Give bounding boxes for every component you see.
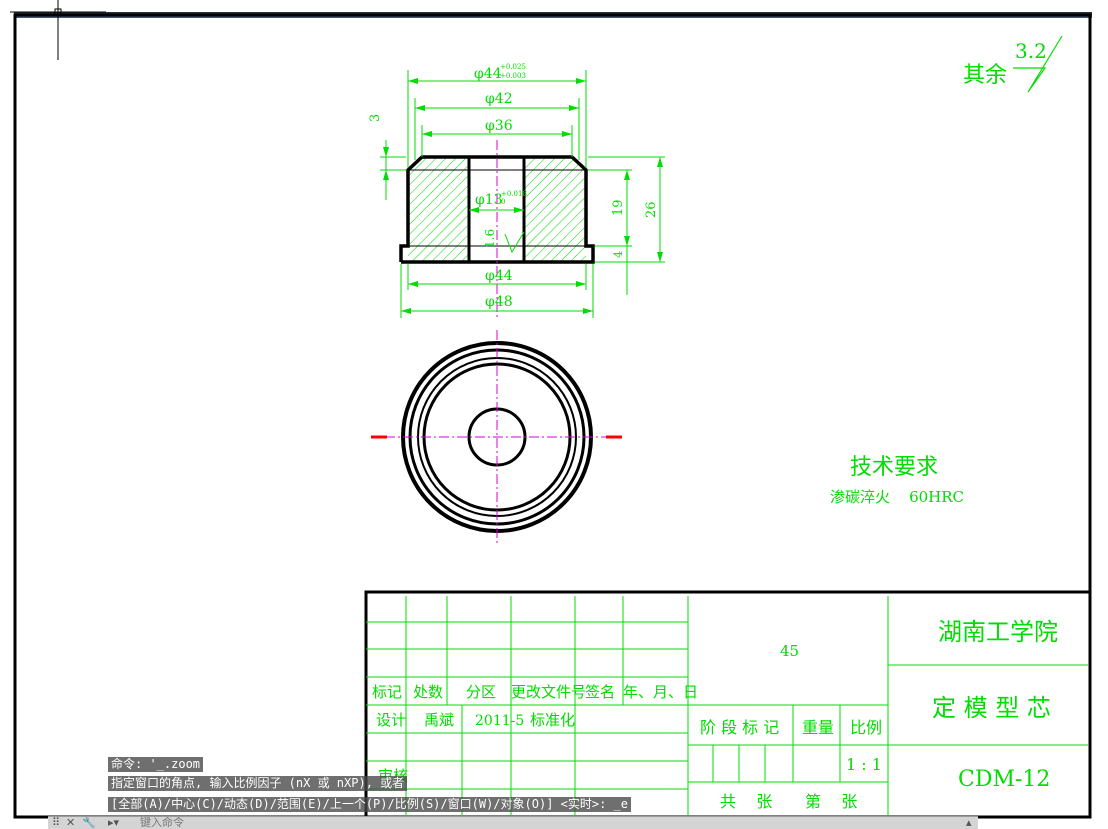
- svg-text:φ36: φ36: [485, 118, 513, 134]
- svg-text:26: 26: [644, 201, 659, 218]
- dimension-text: φ44 +0.025 +0.003 φ42 φ36 3 φ13 +0.018 0…: [368, 63, 659, 310]
- svg-text:3.2: 3.2: [1015, 39, 1047, 63]
- svg-text:CDM-12: CDM-12: [958, 767, 1050, 792]
- command-bar[interactable]: ⠿ ✕ 🔧 ▸▾ 键入命令 ▴: [48, 816, 978, 829]
- svg-text:4: 4: [612, 251, 625, 258]
- svg-text:0: 0: [501, 198, 505, 206]
- svg-text:第 张: 第 张: [805, 792, 857, 811]
- svg-text:设计: 设计: [376, 711, 406, 729]
- command-history-line: 命令: '_.zoom: [108, 757, 204, 772]
- svg-text:+0.018: +0.018: [501, 190, 527, 198]
- svg-text:其余: 其余: [963, 63, 1007, 88]
- svg-text:处数: 处数: [413, 683, 443, 701]
- roughness-symbol: 其余 3.2: [963, 35, 1063, 93]
- close-icon[interactable]: ✕: [66, 817, 76, 829]
- svg-text:45: 45: [780, 642, 799, 660]
- crosshair-cursor: [10, 0, 106, 60]
- command-input[interactable]: 键入命令: [140, 817, 184, 829]
- svg-text:1 : 1: 1 : 1: [846, 755, 882, 774]
- scroll-up-icon[interactable]: ▴: [966, 817, 972, 829]
- svg-text:标记: 标记: [372, 683, 402, 701]
- svg-text:+0.003: +0.003: [500, 72, 526, 80]
- svg-text:共 张: 共 张: [720, 792, 772, 811]
- dimension-arrows: [383, 78, 663, 314]
- command-history-line: 指定窗口的角点, 输入比例因子 (nX 或 nXP), 或者: [108, 776, 408, 791]
- svg-text:φ48: φ48: [485, 294, 513, 310]
- tech-text: 渗碳淬火 60HRC: [830, 488, 964, 506]
- svg-text:湖南工学院: 湖南工学院: [938, 618, 1058, 646]
- svg-text:1.6: 1.6: [483, 229, 497, 248]
- svg-text:阶 段 标 记: 阶 段 标 记: [700, 718, 779, 737]
- grip-icon[interactable]: ⠿: [52, 817, 61, 829]
- svg-text:3: 3: [368, 114, 383, 122]
- hatch-right: [524, 157, 586, 262]
- wrench-icon[interactable]: 🔧: [82, 817, 96, 829]
- svg-text:19: 19: [611, 199, 626, 216]
- top-view-centerlines: [385, 330, 610, 545]
- svg-text:φ44: φ44: [485, 268, 513, 284]
- svg-text:φ44: φ44: [474, 66, 502, 82]
- svg-text:签名: 签名: [585, 683, 615, 701]
- svg-text:定 模 型 芯: 定 模 型 芯: [932, 694, 1051, 722]
- command-recent-icon[interactable]: ▸▾: [108, 817, 120, 829]
- hatch-left: [408, 157, 469, 262]
- section-view: [399, 140, 595, 320]
- svg-text:重量: 重量: [802, 718, 834, 737]
- title-block-text: 45 湖南工学院 定 模 型 芯 CDM-12 标记 处数 分区 更改文件号 签…: [372, 618, 1058, 811]
- svg-text:比例: 比例: [850, 718, 882, 737]
- svg-text:标准化: 标准化: [530, 711, 575, 729]
- svg-text:更改文件号: 更改文件号: [511, 683, 586, 701]
- svg-text:φ13: φ13: [475, 192, 503, 208]
- svg-text:φ42: φ42: [485, 91, 513, 107]
- svg-text:年、月、日: 年、月、日: [623, 683, 698, 701]
- command-history-line: [全部(A)/中心(C)/动态(D)/范围(E)/上一个(P)/比例(S)/窗口…: [108, 797, 631, 812]
- svg-text:2011-5: 2011-5: [475, 713, 524, 729]
- svg-text:分区: 分区: [466, 683, 496, 701]
- svg-text:+0.025: +0.025: [500, 63, 526, 71]
- svg-text:禹斌: 禹斌: [424, 711, 454, 729]
- tech-title: 技术要求: [850, 455, 938, 480]
